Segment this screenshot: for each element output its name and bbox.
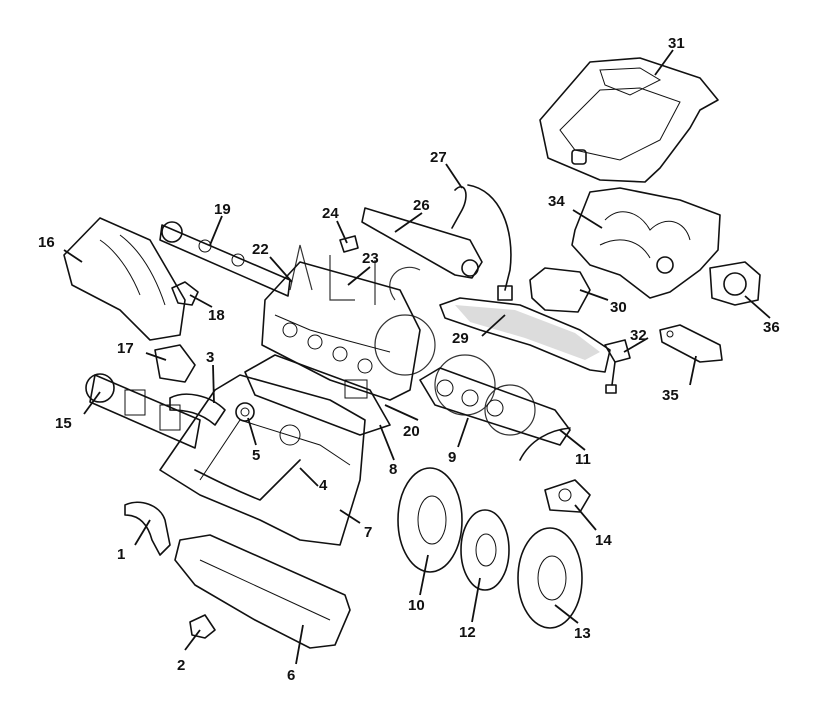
callout-10: 10	[408, 597, 425, 614]
callout-8: 8	[389, 461, 397, 478]
bracket-35	[659, 324, 723, 363]
callout-2: 2	[177, 657, 185, 674]
callout-30: 30	[610, 299, 627, 316]
intake-manifold-left	[63, 217, 186, 341]
throttle-body	[709, 261, 761, 306]
engine-cover	[539, 57, 719, 183]
sensor-32	[604, 339, 631, 394]
callout-15: 15	[55, 415, 72, 432]
callout-22: 22	[252, 241, 269, 258]
callout-18: 18	[208, 307, 225, 324]
control-module	[529, 267, 591, 313]
oil-filter	[235, 402, 255, 422]
callout-35: 35	[662, 387, 679, 404]
callout-labels: 31 34 36 30 29 32 35 27 26 24 23 22 19 1…	[38, 35, 780, 684]
bracket-2	[189, 614, 216, 639]
callout-17: 17	[117, 340, 134, 357]
callout-13: 13	[574, 625, 591, 642]
flywheel-10	[397, 467, 463, 573]
valve-cover	[439, 297, 611, 373]
intake-manifold	[571, 187, 721, 299]
callout-23: 23	[362, 250, 379, 267]
callout-12: 12	[459, 624, 476, 641]
callout-26: 26	[413, 197, 430, 214]
callout-4: 4	[319, 477, 328, 494]
callout-19: 19	[214, 201, 231, 218]
callout-1: 1	[117, 546, 125, 563]
callout-7: 7	[364, 524, 372, 541]
coupling-14	[544, 479, 591, 513]
pressure-plate-13	[517, 527, 583, 629]
callout-3: 3	[206, 349, 214, 366]
crankshaft-15	[85, 373, 201, 449]
leader-lines	[63, 49, 771, 665]
head-gasket	[244, 354, 391, 436]
callout-27: 27	[430, 149, 447, 166]
clutch-disc-12	[460, 509, 510, 591]
cylinder-head	[261, 261, 421, 401]
callout-14: 14	[595, 532, 612, 549]
oil-pickup	[124, 501, 171, 556]
callout-32: 32	[630, 327, 647, 344]
callout-20: 20	[403, 423, 420, 440]
pipe-11	[519, 427, 571, 461]
fuel-rail	[361, 184, 513, 301]
oil-pan	[174, 534, 351, 649]
callout-16: 16	[38, 234, 55, 251]
callout-34: 34	[548, 193, 565, 210]
housing-17	[154, 344, 196, 383]
exhaust-manifold	[419, 367, 571, 446]
callout-9: 9	[448, 449, 456, 466]
callout-6: 6	[287, 667, 295, 684]
watermark	[289, 244, 536, 436]
pipe-3	[169, 393, 226, 426]
callout-29: 29	[452, 330, 469, 347]
sensor-24	[339, 235, 359, 253]
camshaft-19	[159, 221, 291, 297]
engine-block	[159, 374, 366, 546]
callout-36: 36	[763, 319, 780, 336]
callout-31: 31	[668, 35, 685, 52]
callout-5: 5	[252, 447, 260, 464]
callout-24: 24	[322, 205, 339, 222]
callout-11: 11	[575, 451, 591, 468]
